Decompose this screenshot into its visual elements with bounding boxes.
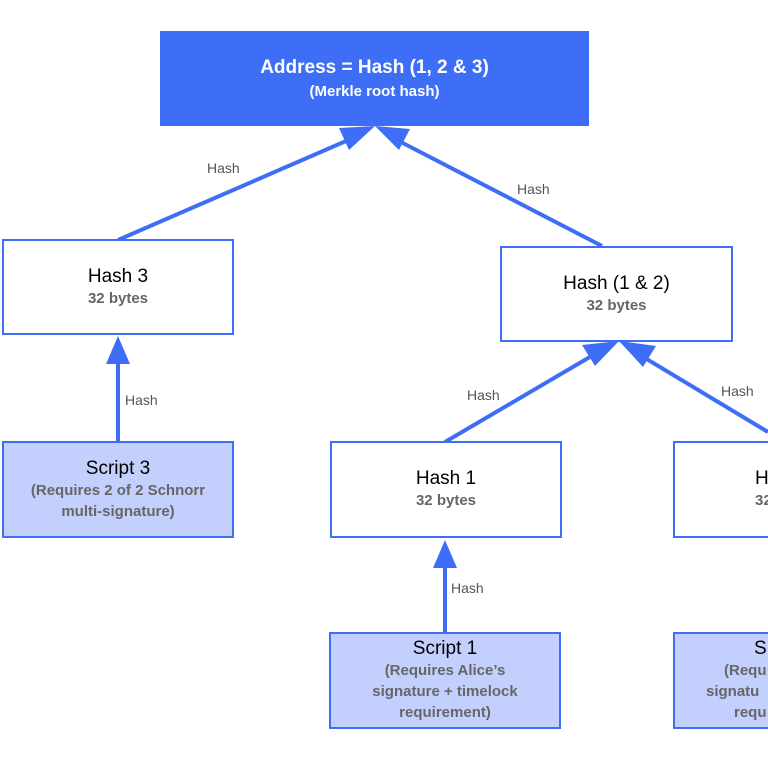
- edge-label-hash12-root: Hash: [517, 181, 550, 197]
- arrowhead-hash3: [106, 336, 130, 364]
- edge-hash12-to-root: [394, 137, 603, 248]
- hash-1-node: Hash 1 32 bytes: [330, 441, 562, 538]
- hash-1-2-node: Hash (1 & 2) 32 bytes: [500, 246, 733, 342]
- arrowhead-hash1: [433, 540, 457, 568]
- script-1-desc-line-3: requirement): [399, 704, 491, 721]
- edge-label-hash3-root: Hash: [207, 160, 240, 176]
- arrowhead-root-right: [375, 126, 410, 150]
- edge-hash1-to-hash12: [443, 352, 597, 444]
- edge-hash2-to-hash12: [638, 353, 768, 434]
- edge-label-hash2-hash12: Hash: [721, 383, 754, 399]
- script-2-desc-line-1: (Requ: [724, 662, 767, 679]
- script-3-desc-line-1: (Requires 2 of 2 Schnorr: [30, 481, 206, 499]
- script-1-node: Script 1 (Requires Alice’s signature + t…: [329, 632, 561, 729]
- script-2-desc-line-2: signatu: [706, 683, 760, 700]
- hash-1-size: 32 bytes: [415, 492, 477, 509]
- script-2-desc-line-3: requ: [734, 704, 767, 721]
- hash-3-node: Hash 3 32 bytes: [2, 239, 234, 335]
- script-3-desc-line-2: multi-signature): [61, 502, 175, 520]
- edge-label-hash1-hash12: Hash: [467, 387, 500, 403]
- edge-label-script1-hash1: Hash: [451, 580, 484, 596]
- hash-2-size: 32: [755, 492, 768, 509]
- script-1-desc-line-2: signature + timelock: [372, 683, 518, 700]
- script-1-title: Script 1: [412, 638, 478, 659]
- script-3-node: Script 3 (Requires 2 of 2 Schnorr multi-…: [2, 441, 234, 538]
- arrowhead-hash12-right: [619, 341, 656, 367]
- edge-hash3-to-root: [117, 136, 354, 242]
- arrowhead-root-left: [339, 126, 375, 150]
- hash-2-node: H 32: [673, 441, 768, 538]
- root-subtitle: (Merkle root hash): [309, 82, 440, 100]
- script-3-title: Script 3: [85, 457, 151, 479]
- hash-3-size: 32 bytes: [87, 289, 149, 307]
- hash-3-title: Hash 3: [87, 265, 149, 287]
- script-2-title: S: [754, 638, 767, 659]
- root-title: Address = Hash (1, 2 & 3): [260, 56, 489, 78]
- script-2-node: S (Requ signatu requ: [673, 632, 768, 729]
- hash-2-title: H: [755, 468, 768, 489]
- hash-1-2-title: Hash (1 & 2): [563, 272, 670, 294]
- arrowhead-hash12-left: [582, 341, 619, 366]
- merkle-root-node: Address = Hash (1, 2 & 3) (Merkle root h…: [160, 31, 589, 126]
- edge-label-script3-hash3: Hash: [125, 392, 158, 408]
- hash-1-2-size: 32 bytes: [586, 296, 647, 314]
- hash-1-title: Hash 1: [415, 468, 477, 489]
- script-1-desc-line-1: (Requires Alice’s: [384, 662, 506, 679]
